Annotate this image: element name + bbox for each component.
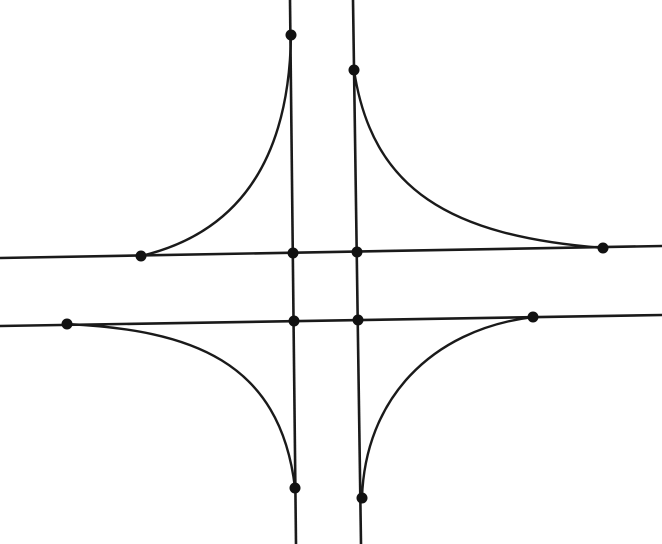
horizontal-line-bottom — [0, 313, 662, 328]
curve-endpoint-bottom-left-upper — [61, 318, 73, 330]
intersection-point-bottom-right — [352, 314, 364, 326]
curve-endpoint-bottom-right-lower — [356, 492, 368, 504]
intersection-point-bottom-left — [288, 315, 300, 327]
vertical-line-left — [288, 0, 298, 544]
curve-top-left — [139, 33, 293, 258]
vertical-line-right — [351, 0, 363, 544]
curve-endpoint-top-right-upper — [348, 64, 360, 76]
horizontal-line-top — [0, 244, 662, 260]
curve-bottom-left — [65, 322, 297, 490]
curve-endpoint-bottom-right-upper — [527, 311, 539, 323]
intersection-point-top-left — [287, 247, 299, 259]
curve-endpoint-top-left-upper — [285, 29, 297, 41]
curve-top-right — [352, 68, 605, 250]
curve-endpoint-top-left-lower — [135, 250, 147, 262]
curve-endpoint-bottom-left-lower — [289, 482, 301, 494]
curve-endpoint-top-right-lower — [597, 242, 609, 254]
curve-bottom-right — [360, 315, 535, 500]
intersection-point-top-right — [351, 246, 363, 258]
